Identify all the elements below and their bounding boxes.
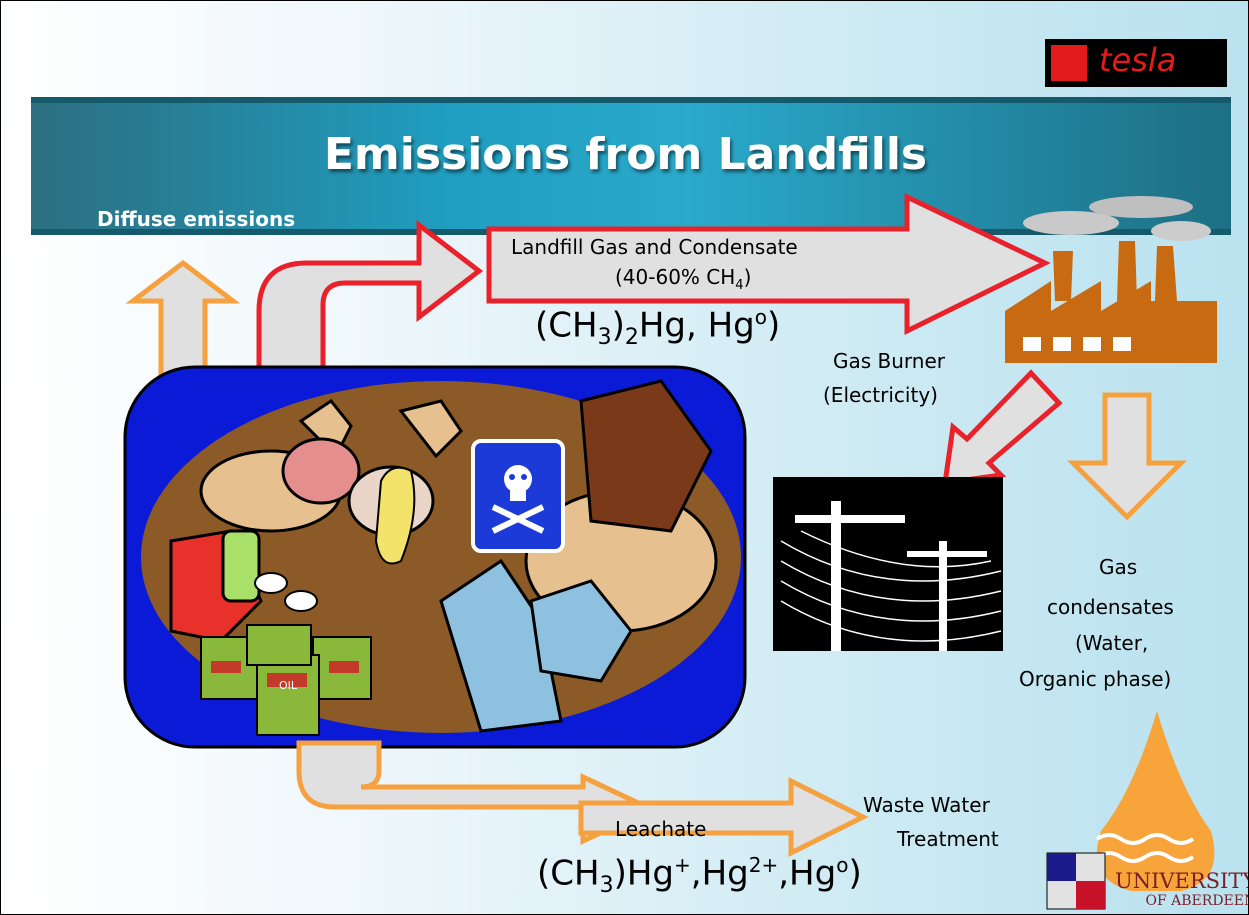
leachate-label: Leachate [615, 817, 707, 841]
tesla-logo-mark-icon [1051, 45, 1087, 81]
slide-title: Emissions from Landfills [323, 129, 928, 180]
university-crest-icon [1046, 852, 1106, 910]
water-drop-icon [1095, 711, 1215, 891]
title-banner [31, 97, 1231, 235]
skull-crossbones-icon [471, 439, 565, 553]
oil-barrel-label: OIL [279, 679, 298, 692]
leachate-arrow [578, 776, 869, 858]
oil-barrels-icon [200, 624, 372, 736]
treatment-label: Treatment [897, 827, 999, 851]
gas-species-formula: (CH3)2Hg, Hgo) [535, 305, 781, 351]
factory-icon [1005, 196, 1217, 363]
condensate-down-arrow [1066, 392, 1188, 521]
leachate-species-formula: (CH3)Hg+,Hg2+,Hgo) [537, 853, 862, 899]
condensates-label-3: (Water, [1075, 631, 1149, 655]
condensates-label-4: Organic phase) [1019, 667, 1172, 691]
condensates-label-1: Gas [1099, 555, 1138, 579]
tesla-logo [1045, 39, 1227, 87]
landfill-gas-curved-arrow [256, 219, 484, 386]
gas-burner-label: Gas Burner [833, 349, 946, 373]
electricity-arrow [942, 369, 1063, 486]
power-lines-icon [773, 477, 1003, 651]
diffuse-emissions-label: Diffuse emissions [97, 207, 296, 231]
tesla-logo-text: tesla [1099, 41, 1177, 79]
landfill-gas-arrow [486, 193, 1051, 336]
condensates-label-2: condensates [1047, 595, 1174, 619]
electricity-label: (Electricity) [823, 383, 938, 407]
gas-label-line1: Landfill Gas and Condensate [511, 235, 798, 259]
waste-pile-icon [169, 379, 718, 733]
gas-label-line2: (40-60% CH4) [615, 265, 752, 293]
waste-water-label: Waste Water [863, 793, 990, 817]
university-logo-text: UNIVERSITY OF ABERDEEN [1115, 869, 1249, 910]
